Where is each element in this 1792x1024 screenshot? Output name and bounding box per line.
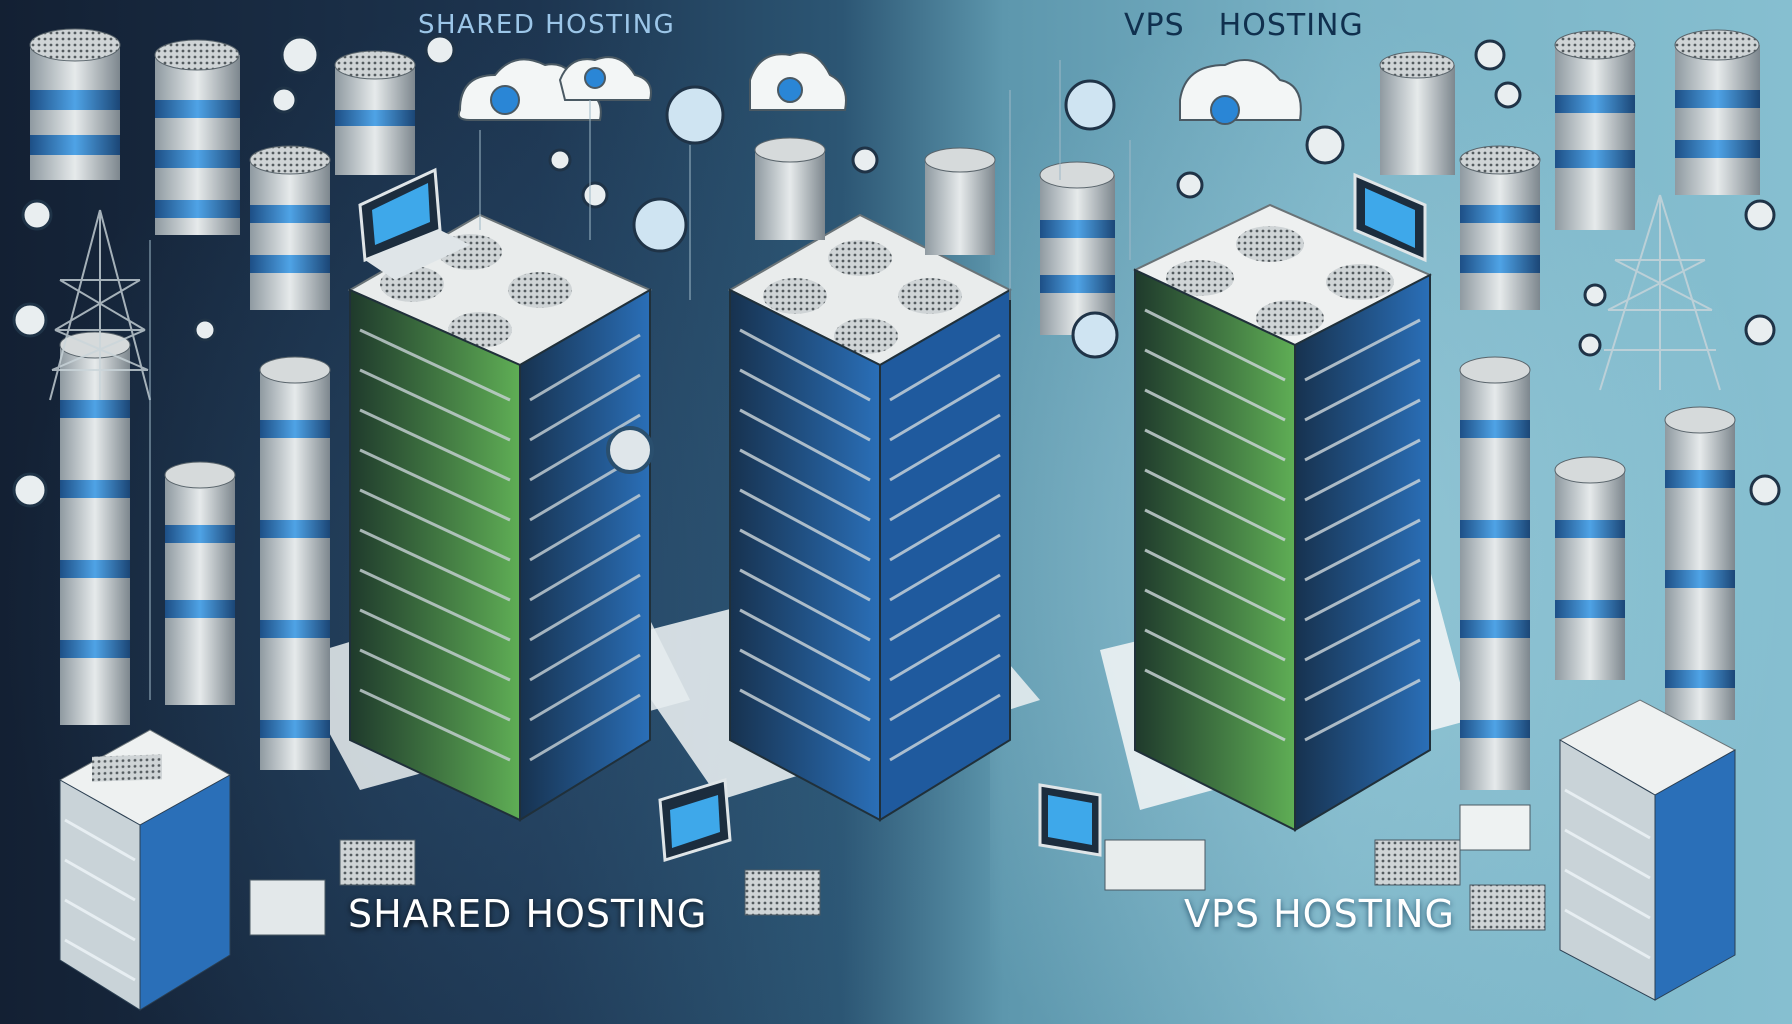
vps-hosting-heading: VPS HOSTING bbox=[1124, 8, 1364, 43]
server-tower-icon bbox=[727, 213, 1013, 822]
shared-hosting-caption: SHARED HOSTING bbox=[348, 892, 708, 936]
connector-lines bbox=[149, 60, 1131, 700]
shared-hosting-heading: SHARED HOSTING bbox=[418, 10, 676, 40]
server-tower-icon bbox=[1132, 203, 1433, 832]
server-box-icon bbox=[58, 699, 1737, 1011]
network-node-icon bbox=[12, 34, 1781, 508]
vps-word: VPS bbox=[1124, 8, 1185, 43]
database-stack-icon bbox=[29, 28, 1760, 790]
laptop-icon bbox=[358, 167, 1427, 862]
cloud-icon bbox=[457, 51, 1302, 125]
server-tower-icon bbox=[347, 213, 654, 822]
antenna-tower-icon bbox=[49, 194, 1721, 401]
hosting-word: HOSTING bbox=[1218, 8, 1364, 43]
vps-hosting-caption: VPS HOSTING bbox=[1184, 892, 1456, 936]
